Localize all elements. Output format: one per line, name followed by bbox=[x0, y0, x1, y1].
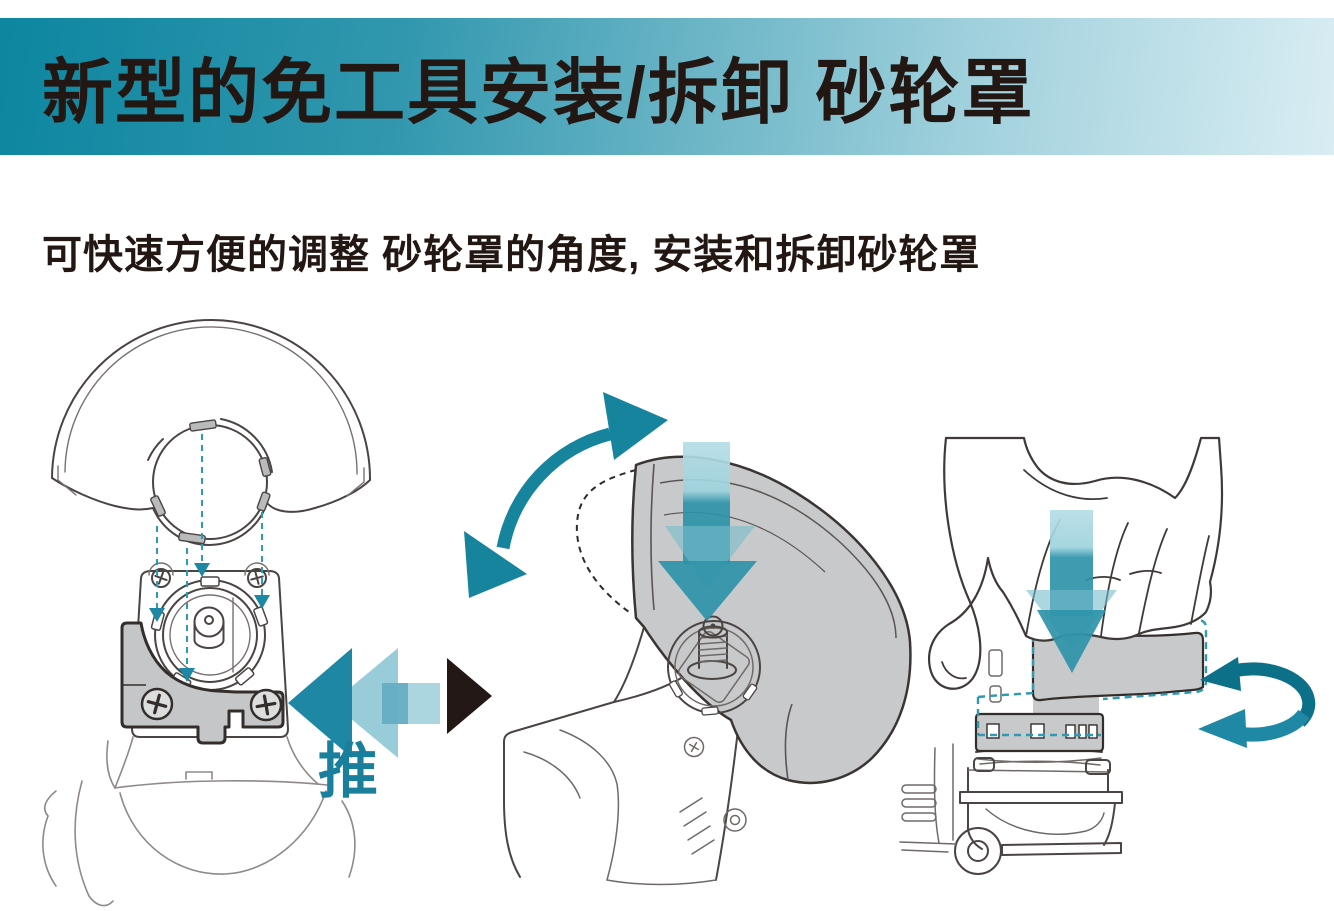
page-title: 新型的免工具安装/拆卸 砂轮罩 bbox=[42, 53, 1035, 133]
press-down-arrow-icon bbox=[658, 442, 757, 621]
rotate-arc-arrow-icon bbox=[464, 392, 668, 598]
screw-icon bbox=[249, 688, 283, 722]
figure-press-rotate bbox=[890, 430, 1334, 911]
screw-icon bbox=[244, 562, 270, 588]
title-banner: 新型的免工具安装/拆卸 砂轮罩 bbox=[0, 18, 1334, 155]
latch-lever bbox=[120, 621, 285, 745]
press-down-arrow-icon bbox=[1026, 510, 1117, 673]
guard-alignment-illustration bbox=[42, 319, 440, 907]
spindle-boss bbox=[193, 606, 225, 649]
guard-clamp bbox=[974, 631, 1205, 753]
clamp-outline-dashed bbox=[976, 618, 1208, 737]
press-rotate-illustration bbox=[899, 436, 1316, 875]
subtitle-text: 可快速方便的调整 砂轮罩的角度, 安装和拆卸砂轮罩 bbox=[42, 233, 981, 277]
screw-icon bbox=[148, 562, 174, 588]
next-step-arrow-icon bbox=[447, 658, 492, 734]
alignment-dashed-arrows bbox=[149, 434, 270, 682]
wheel-guard-shell bbox=[631, 455, 912, 785]
figure-guard-alignment: 推 bbox=[20, 300, 440, 911]
grinder-body-sketch bbox=[42, 736, 356, 907]
rotate-loop-arrow-icon bbox=[1198, 657, 1316, 748]
push-label: 推 bbox=[318, 738, 378, 805]
push-arrow-icon bbox=[288, 648, 440, 758]
wheel-guard-top-view bbox=[51, 319, 372, 546]
guard-open-position-dashed bbox=[575, 469, 637, 613]
figure-guard-tilt bbox=[440, 380, 920, 911]
guard-tabs bbox=[150, 419, 272, 545]
screw-icon bbox=[140, 687, 174, 721]
spindle-head bbox=[667, 615, 761, 716]
gear-head-plate bbox=[131, 562, 289, 738]
guard-tilt-illustration bbox=[447, 392, 912, 886]
